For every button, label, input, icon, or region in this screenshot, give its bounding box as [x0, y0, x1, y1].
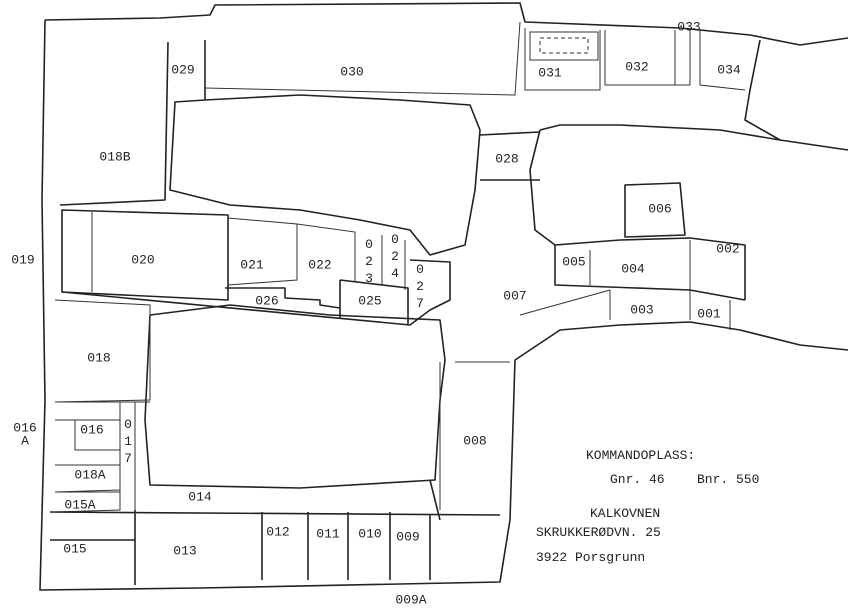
bnr-text: Bnr. 550 [697, 472, 759, 487]
room-label-020: 020 [131, 252, 154, 267]
room-label-015: 015 [63, 541, 86, 556]
room-label-025: 025 [358, 293, 381, 308]
room-label-016-suffix: A [21, 433, 29, 448]
room-label-029: 029 [171, 62, 194, 77]
room-label-031: 031 [538, 65, 562, 80]
title-heading: KOMMANDOPLASS: [586, 448, 695, 463]
room-label-008: 008 [463, 433, 486, 448]
room-label-001: 001 [697, 306, 721, 321]
street-address: SKRUKKERØDVN. 25 [536, 525, 661, 540]
room-label-033: 033 [677, 19, 700, 34]
room-label-016: 016 [80, 422, 103, 437]
room-label-016: 016 [13, 420, 36, 435]
room-label-011: 011 [316, 526, 340, 541]
room-label-003: 003 [630, 302, 653, 317]
room-label-002: 002 [716, 241, 739, 256]
room-label-032: 032 [625, 59, 648, 74]
room-label-010: 010 [358, 526, 381, 541]
room-label-015A: 015A [64, 497, 95, 512]
room-label-009A: 009A [395, 592, 426, 607]
room-label-012: 012 [266, 524, 289, 539]
site-name: KALKOVNEN [590, 506, 660, 521]
room-label-026: 026 [255, 293, 278, 308]
room-label-007: 007 [503, 288, 526, 303]
gnr-text: Gnr. 46 [610, 472, 665, 487]
room-labels: 029 030 031 032 033 034 018B 028 006 002 019 020 021… [11, 19, 741, 607]
room-label-028: 028 [495, 151, 518, 166]
title-block: KOMMANDOPLASS: Gnr. 46 Bnr. 550 KALKOVNE… [536, 448, 759, 565]
room-label-018A: 018A [74, 467, 105, 482]
room-label-030: 030 [340, 64, 363, 79]
postal-city: 3922 Porsgrunn [536, 550, 645, 565]
room-label-013: 013 [173, 543, 196, 558]
room-label-004: 004 [621, 261, 645, 276]
room-label-006: 006 [648, 201, 671, 216]
room-label-005: 005 [562, 254, 585, 269]
room-label-018B: 018B [99, 149, 130, 164]
room-label-034: 034 [717, 62, 741, 77]
room-label-014: 014 [188, 489, 212, 504]
walls [39, 2, 849, 591]
room-label-021: 021 [240, 257, 264, 272]
room-label-022: 022 [308, 257, 331, 272]
room-label-019: 019 [11, 252, 34, 267]
room-label-009: 009 [396, 529, 419, 544]
room-label-018: 018 [87, 350, 110, 365]
